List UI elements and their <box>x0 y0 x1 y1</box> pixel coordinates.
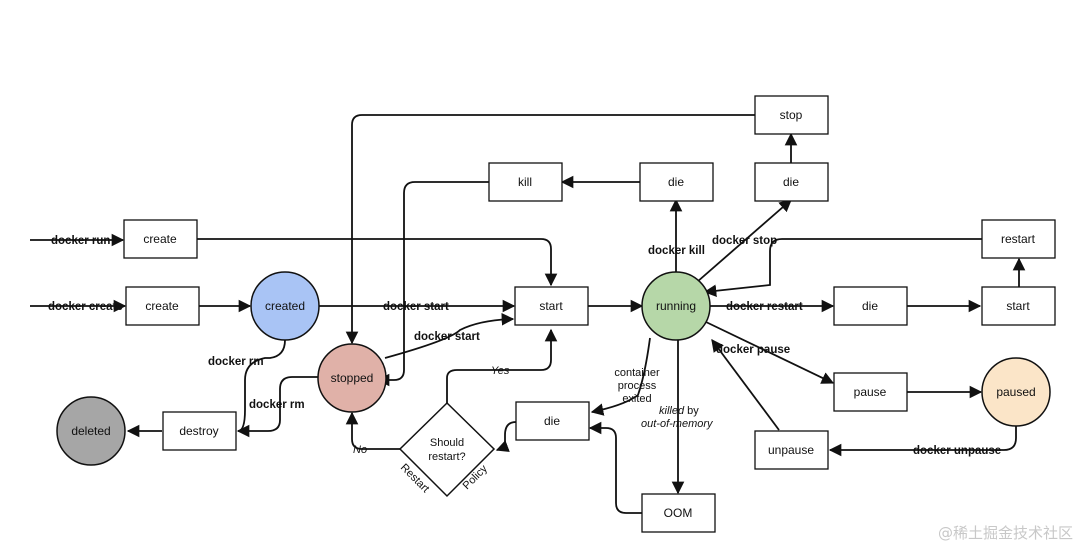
edge-stopped-to-start <box>384 313 515 359</box>
event-stop-label: stop <box>780 108 803 122</box>
state-stopped: stopped <box>317 343 387 413</box>
note-exit-line1: container <box>614 367 660 379</box>
label-docker-pause: docker pause <box>716 344 790 356</box>
note-oom-by: by <box>687 405 699 417</box>
decision-no-label: No <box>353 444 367 456</box>
event-pause-label: pause <box>854 385 887 399</box>
label-docker-stop: docker stop <box>712 235 777 247</box>
edge-stopped-to-destroy <box>236 376 318 438</box>
event-die-stop: die <box>754 162 829 202</box>
edge-decision-yes <box>446 328 558 403</box>
note-oom-line2: out-of-memory <box>641 418 714 430</box>
event-kill: kill <box>488 162 563 202</box>
event-stop: stop <box>754 95 829 135</box>
note-oom-killed: killed <box>659 405 685 417</box>
label-docker-start-created: docker start <box>383 301 449 313</box>
event-die-restart-label: die <box>862 299 878 313</box>
event-unpause-label: unpause <box>768 443 814 457</box>
event-die-restart: die <box>833 286 908 326</box>
state-paused-label: paused <box>996 385 1035 399</box>
event-create-run: create <box>123 219 198 259</box>
state-running: running <box>641 271 711 341</box>
note-exit-line3: exited <box>622 393 651 405</box>
event-destroy: destroy <box>162 411 237 451</box>
event-restart-label: restart <box>1001 232 1036 246</box>
edges <box>30 114 1026 514</box>
state-stopped-label: stopped <box>331 371 374 385</box>
event-die-kill-label: die <box>668 175 684 189</box>
state-paused: paused <box>981 357 1051 427</box>
event-die-kill: die <box>639 162 714 202</box>
event-oom-label: OOM <box>664 506 693 520</box>
edge-unpause-to-running <box>711 338 780 431</box>
edge-kill-to-stopped <box>376 181 489 387</box>
event-restart: restart <box>981 219 1056 259</box>
note-exit-line2: process <box>618 380 657 392</box>
decision-yes-label: Yes <box>491 365 510 377</box>
event-die-stop-label: die <box>783 175 799 189</box>
event-die-exit-label: die <box>544 414 560 428</box>
decision-line1: Should <box>430 437 464 449</box>
event-destroy-label: destroy <box>179 424 218 438</box>
edge-running-to-die-stop <box>696 199 792 283</box>
watermark: @稀土掘金技术社区 <box>938 524 1073 542</box>
event-unpause: unpause <box>754 430 829 470</box>
edge-paused-to-unpause <box>828 426 1017 457</box>
label-docker-unpause: docker unpause <box>913 445 1001 457</box>
state-created: created <box>250 271 320 341</box>
event-create-create: create <box>125 286 200 326</box>
state-created-label: created <box>265 299 305 313</box>
label-docker-start-stopped: docker start <box>414 331 480 343</box>
event-start-restart: start <box>981 286 1056 326</box>
state-running-label: running <box>656 299 696 313</box>
state-deleted-label: deleted <box>71 424 110 438</box>
event-oom: OOM <box>641 493 716 533</box>
edge-created-to-destroy-line <box>237 339 286 432</box>
edge-create-run-to-start <box>197 238 558 287</box>
label-docker-rm-stopped: docker rm <box>249 399 305 411</box>
command-labels: docker run docker create docker start do… <box>48 235 1001 457</box>
event-die-exit: die <box>515 401 590 441</box>
state-deleted: deleted <box>56 396 126 466</box>
event-create-run-label: create <box>143 232 177 246</box>
event-create-create-label: create <box>145 299 179 313</box>
label-docker-restart: docker restart <box>726 301 803 313</box>
event-start-main: start <box>514 286 589 326</box>
event-pause: pause <box>833 372 908 412</box>
edge-die-to-decision <box>495 421 517 452</box>
edge-restart-to-running <box>703 238 982 298</box>
label-docker-create: docker create <box>48 301 123 313</box>
event-kill-label: kill <box>518 175 532 189</box>
edge-running-to-die-exit <box>590 337 651 416</box>
edge-oom-to-die <box>588 421 642 514</box>
label-docker-kill: docker kill <box>648 245 705 257</box>
event-start-main-label: start <box>539 299 563 313</box>
label-docker-rm-created: docker rm <box>208 356 264 368</box>
edge-decision-no <box>345 411 400 450</box>
event-start-restart-label: start <box>1006 299 1030 313</box>
edge-running-to-pause <box>705 321 835 384</box>
label-docker-run: docker run <box>51 235 110 247</box>
edge-stop-to-stopped <box>345 114 755 345</box>
decision-line2: restart? <box>428 451 465 463</box>
